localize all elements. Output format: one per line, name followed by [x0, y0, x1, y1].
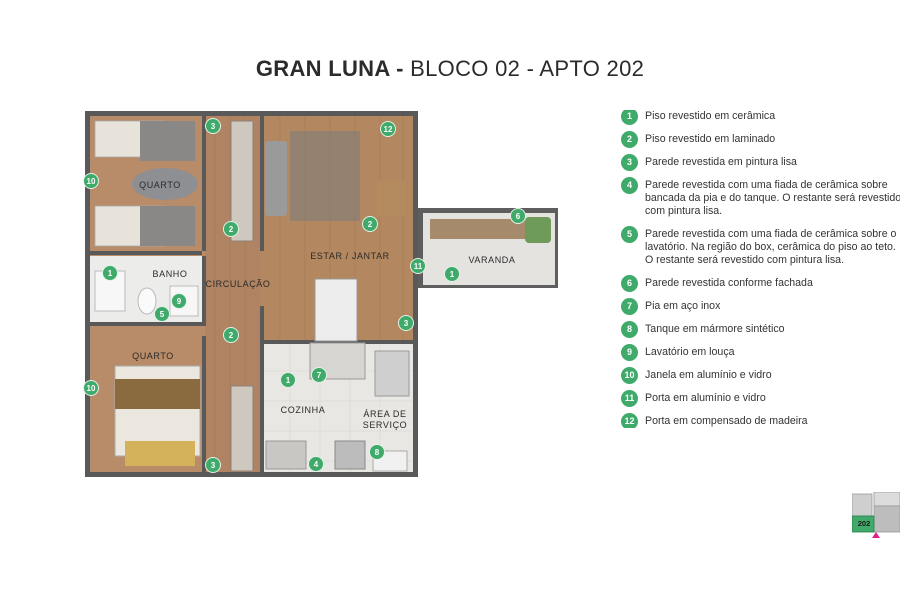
legend-item: 12 Porta em compensado de madeira — [621, 413, 900, 428]
marker: 10 — [83, 173, 99, 189]
legend-number: 10 — [621, 367, 638, 384]
marker: 3 — [398, 315, 414, 331]
legend-text: Parede revestida conforme fachada — [645, 277, 813, 289]
legend-number: 12 — [621, 413, 638, 428]
marker: 6 — [510, 208, 526, 224]
fridge — [265, 440, 307, 470]
legend-item: 7 Pia em aço inox — [621, 298, 900, 315]
legend-text: Lavatório em louça — [645, 346, 735, 358]
legend-text: Pia em aço inox — [645, 300, 721, 312]
marker: 2 — [223, 221, 239, 237]
room-label-area-servico-line1: ÁREA DE — [363, 409, 407, 419]
legend-item: 1 Piso revestido em cerâmica — [621, 110, 900, 125]
legend-text: com pintura lisa. — [645, 205, 723, 217]
stove — [334, 440, 366, 470]
washer — [374, 350, 410, 397]
title-bold: GRAN LUNA - — [255, 56, 404, 81]
room-label-circulacao: CIRCULAÇÃO — [205, 279, 271, 289]
marker: 9 — [171, 293, 187, 309]
sofa — [265, 141, 287, 216]
rug-top — [132, 168, 198, 200]
legend-text: Tanque em mármore sintético — [645, 323, 785, 335]
legend-number: 5 — [621, 226, 638, 243]
varanda-plant — [525, 217, 551, 243]
dining-table — [314, 278, 358, 342]
legend-text: Parede revestida em pintura lisa — [645, 156, 797, 168]
legend-item: 2 Piso revestido em laminado — [621, 131, 900, 148]
legend-number: 8 — [621, 321, 638, 338]
room-label-estar-jantar: ESTAR / JANTAR — [310, 251, 390, 261]
marker: 3 — [205, 118, 221, 134]
marker: 1 — [444, 266, 460, 282]
room-label-quarto-top: QUARTO — [139, 180, 181, 190]
legend-item: 11 Porta em alumínio e vidro — [621, 390, 900, 407]
room-label-area-servico: ÁREA DE SERVIÇO — [355, 409, 415, 431]
legend-text: Porta em alumínio e vidro — [645, 392, 766, 404]
legend-item: 10 Janela em alumínio e vidro — [621, 367, 900, 384]
walls — [85, 111, 418, 477]
marker: 10 — [83, 380, 99, 396]
legend-number: 4 — [621, 177, 638, 194]
living-rug — [290, 131, 360, 221]
key-plan: 202 — [851, 491, 900, 548]
marker: 5 — [154, 306, 170, 322]
legend-text: Janela em alumínio e vidro — [645, 369, 772, 381]
page-title: GRAN LUNA - BLOCO 02 - APTO 202 — [0, 56, 900, 82]
marker: 1 — [102, 265, 118, 281]
marker: 2 — [362, 216, 378, 232]
wardrobe-bottom — [230, 385, 254, 472]
legend-text: Parede revestida com uma fiada de cerâmi… — [645, 228, 897, 240]
room-label-varanda: VARANDA — [468, 255, 516, 265]
varanda-bench — [430, 219, 525, 239]
blanket-top-1 — [140, 121, 195, 161]
marker: 3 — [205, 457, 221, 473]
legend-number: 9 — [621, 344, 638, 361]
room-label-quarto-bottom: QUARTO — [132, 351, 174, 361]
legend-text: bancada da pia e do tanque. O restante s… — [645, 192, 900, 204]
legend-number: 3 — [621, 154, 638, 171]
marker: 7 — [311, 367, 327, 383]
legend-number: 1 — [621, 110, 638, 125]
legend-text: Parede revestida com uma fiada de cerâmi… — [645, 179, 888, 191]
legend-item: 6 Parede revestida conforme fachada — [621, 275, 900, 292]
room-label-area-servico-line2: SERVIÇO — [362, 420, 408, 430]
legend-item: 8 Tanque em mármore sintético — [621, 321, 900, 338]
blanket-top-2 — [140, 206, 195, 246]
blanket-bottom — [115, 379, 200, 409]
marker: 2 — [223, 327, 239, 343]
key-plan-unit-highlight — [851, 515, 875, 533]
legend-text: O restante será revestido com pintura li… — [645, 254, 845, 266]
marker: 12 — [380, 121, 396, 137]
legend-text: lavatório. Na região do box, cerâmica do… — [645, 241, 896, 253]
room-label-banho: BANHO — [152, 269, 188, 279]
floor-plan-drawing — [85, 111, 558, 477]
legend-item: 5 Parede revestida com uma fiada de cerâ… — [621, 226, 900, 267]
key-plan-drawing — [851, 491, 900, 538]
legend-text: Porta em compensado de madeira — [645, 415, 808, 427]
legend-number: 11 — [621, 390, 638, 407]
legend-text: Piso revestido em laminado — [645, 133, 776, 145]
marker: 11 — [410, 258, 426, 274]
legend-text: Piso revestido em cerâmica — [645, 110, 776, 122]
legend-item: 4 Parede revestida com uma fiada de cerâ… — [621, 177, 900, 218]
legend-number: 6 — [621, 275, 638, 292]
toilet — [137, 287, 157, 315]
room-label-cozinha: COZINHA — [280, 405, 326, 415]
finish-legend: 1 Piso revestido em cerâmica 2 Piso reve… — [621, 110, 900, 428]
title-light: BLOCO 02 - APTO 202 — [403, 56, 645, 81]
wardrobe-top — [230, 120, 254, 242]
marker: 1 — [280, 372, 296, 388]
floor-plan: QUARTO BANHO CIRCULAÇÃO ESTAR / JANTAR V… — [83, 111, 565, 486]
pillows-bottom — [125, 441, 195, 466]
tv-unit — [377, 181, 405, 216]
key-plan-arrow-icon — [872, 532, 880, 538]
legend-number: 2 — [621, 131, 638, 148]
marker: 8 — [369, 444, 385, 460]
legend-number: 7 — [621, 298, 638, 315]
key-plan-unit-label: 202 — [857, 519, 871, 528]
legend-item: 9 Lavatório em louça — [621, 344, 900, 361]
legend-item: 3 Parede revestida em pintura lisa — [621, 154, 900, 171]
marker: 4 — [308, 456, 324, 472]
